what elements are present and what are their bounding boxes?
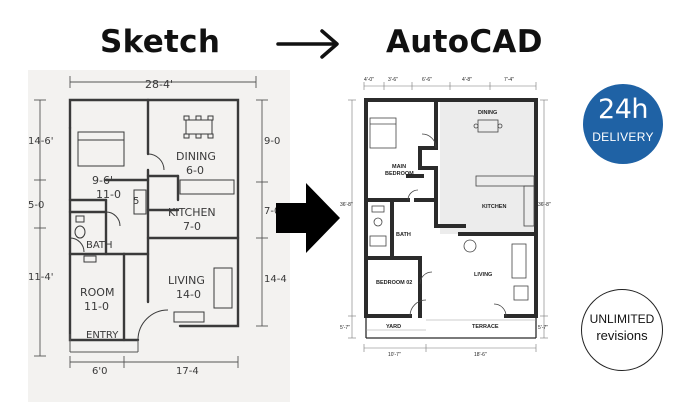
cad-dim-bottom-2: 18'-6" (474, 352, 487, 358)
cad-dim-left-small: 5'-7" (340, 325, 350, 331)
sketch-dim-bottom-2: 17-4 (176, 366, 199, 377)
revisions-badge-line2: revisions (596, 328, 648, 343)
autocad-heading: AutoCAD (386, 24, 543, 60)
cad-terrace-label: TERRACE (472, 324, 499, 330)
autocad-floor-plan: 4'-0" 3'-6" 6'-6" 4'-8" 7'-4" 36'-8" 36'… (340, 76, 552, 358)
sketch-dim-right-2: 7-0 (264, 206, 280, 217)
revisions-badge-line1: UNLIMITED (589, 312, 655, 326)
sketch-dining-dim: 6-0 (186, 164, 204, 177)
sketch-room-label: ROOM (80, 286, 114, 299)
sketch-dim-right-3: 14-4 (264, 274, 287, 285)
sketch-dining-label: DINING (176, 150, 216, 163)
delivery-badge: 24h DELIVERY (583, 84, 663, 164)
sketch-bedroom-dim-2: 11-0 (96, 188, 121, 201)
delivery-badge-big: 24h (598, 94, 648, 125)
sketch-dim-left-1: 14-6' (28, 136, 53, 147)
cad-bath-label: BATH (396, 232, 411, 238)
sketch-bath-label: BATH (86, 240, 113, 251)
cad-kitchen-label: KITCHEN (482, 204, 506, 210)
sketch-living-label: LIVING (168, 274, 205, 287)
sketch-dim-left-3: 11-4' (28, 272, 53, 283)
cad-dim-left: 36'-8" (340, 202, 353, 208)
cad-living-label: LIVING (474, 272, 492, 278)
sketch-dim-left-2: 5-0 (28, 200, 44, 211)
cad-dim-top-3: 6'-6" (422, 77, 432, 83)
sketch-heading: Sketch (100, 24, 221, 60)
sketch-dim-right-1: 9-0 (264, 136, 280, 147)
cad-dim-top-4: 4'-8" (462, 77, 472, 83)
cad-dim-right-small: 5'-7" (538, 325, 548, 331)
cad-dining-label: DINING (478, 110, 497, 116)
cad-main-label-1: MAIN (392, 164, 406, 170)
sketch-kitchen-dim: 7-0 (183, 220, 201, 233)
cad-dim-right: 36'-8" (538, 202, 551, 208)
cad-yard-label: YARD (386, 324, 401, 330)
revisions-badge: UNLIMITED revisions (581, 289, 663, 371)
delivery-badge-small: DELIVERY (592, 130, 654, 144)
cad-dim-top-1: 4'-0" (364, 77, 374, 83)
sketch-entry-label: ENTRY (86, 330, 119, 341)
sketch-dim-top: 28-4' (145, 78, 173, 91)
sketch-dim-bottom-1: 6'0 (92, 366, 107, 377)
sketch-room-dim: 11-0 (84, 300, 109, 313)
cad-bedroom02-label: BEDROOM 02 (376, 280, 412, 286)
sketch-bedroom-dim-1: 9-6' (92, 174, 113, 187)
cad-dim-top-5: 7'-4" (504, 77, 514, 83)
bold-right-arrow-icon (276, 183, 340, 253)
cad-dim-top-2: 3'-6" (388, 77, 398, 83)
right-arrow-icon (276, 29, 339, 59)
cad-main-label-2: BEDROOM (385, 171, 414, 177)
sketch-kitchen-label: KITCHEN (168, 206, 216, 219)
cad-dim-bottom-1: 10'-7" (388, 352, 401, 358)
sketch-living-dim: 14-0 (176, 288, 201, 301)
sketch-closet-label: 5 (133, 196, 139, 207)
sketch-floor-plan: 28-4' 14-6' 5-0 11-4' 9-0 7-0 14-4 6'0 1… (28, 70, 290, 402)
